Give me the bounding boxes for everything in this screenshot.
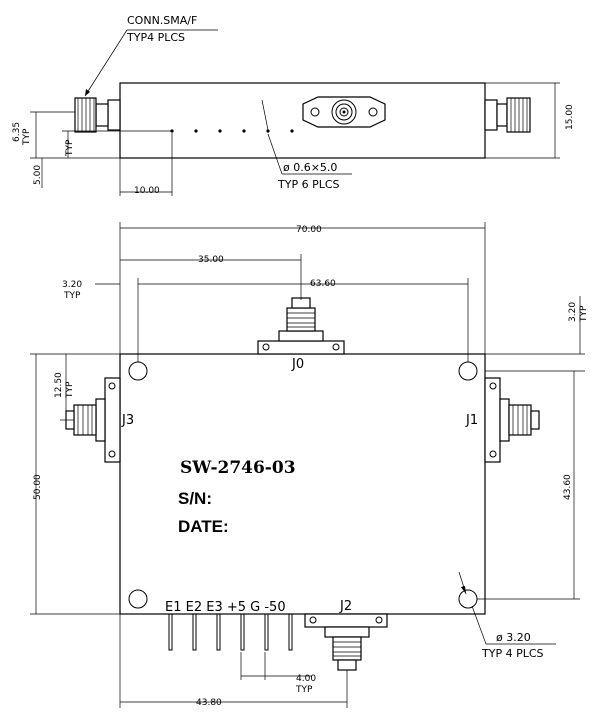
dim-typ-4-00: TYP	[295, 685, 313, 695]
dim-43-80: 43.80	[196, 698, 222, 708]
dim-70-00: 70.00	[296, 225, 322, 235]
port-j3-label: J3	[121, 413, 134, 428]
hole-note-line2: TYP 6 PLCS	[277, 178, 340, 191]
dim-typ-12-50: TYP	[65, 381, 75, 399]
dim-5-00: 5.00	[33, 165, 43, 185]
j2-connector	[304, 613, 388, 671]
dim-3-20-right: 3.20	[568, 302, 578, 322]
dim-3-20-left: 3.20	[62, 280, 82, 290]
dim-15-00: 15.00	[565, 104, 575, 130]
dim-10-00: 10.00	[134, 186, 160, 196]
dim-43-60: 43.60	[563, 474, 573, 500]
pin-labels: E1 E2 E3 +5 G -50	[165, 600, 286, 615]
dim-50-00: 50.00	[33, 474, 43, 500]
hole-note-line1: ø 0.6×5.0	[283, 161, 337, 174]
dim-12-50: 12.50	[54, 372, 64, 398]
mount-note-line2: TYP 4 PLCS	[481, 647, 544, 660]
front-body	[119, 353, 486, 615]
date-label: DATE:	[178, 517, 229, 536]
j0-connector	[257, 297, 345, 355]
serial-label: S/N:	[178, 489, 212, 508]
dim-63-60: 63.60	[310, 279, 336, 289]
dim-35-00: 35.00	[198, 255, 224, 265]
right-sma-connector	[484, 97, 531, 133]
dim-4-00: 4.00	[296, 674, 316, 684]
port-j1-label: J1	[465, 413, 478, 428]
dim-typ-5-00: TYP	[65, 139, 75, 157]
port-j2-label: J2	[339, 599, 352, 614]
pin-holes	[170, 129, 294, 133]
top-flange-connector	[302, 96, 386, 128]
front-view: J0 J1 J2 J3 SW-2746-03 S/N: DATE: E1 E2 …	[30, 222, 589, 708]
port-j0-label: J0	[291, 357, 304, 372]
connector-note-line1: CONN.SMA/F	[127, 14, 197, 27]
dim-typ-3-20-right: TYP	[579, 305, 589, 323]
top-body	[119, 82, 486, 159]
j1-connector	[484, 377, 540, 463]
mount-note-line1: ø 3.20	[496, 631, 531, 644]
model-number: SW-2746-03	[180, 458, 296, 478]
dim-typ-3-20-left: TYP	[63, 291, 81, 301]
control-pins	[168, 613, 293, 651]
dim-typ-6-35: TYP	[22, 128, 32, 146]
mount-hole-bl	[128, 589, 148, 609]
connector-note-line2: TYP4 PLCS	[126, 31, 185, 44]
top-view: CONN.SMA/F TYP4 PLCS 6.35 TYP TYP 5.00 1…	[12, 14, 575, 196]
left-sma-connector	[74, 97, 121, 133]
dim-6-35: 6.35	[12, 122, 22, 142]
